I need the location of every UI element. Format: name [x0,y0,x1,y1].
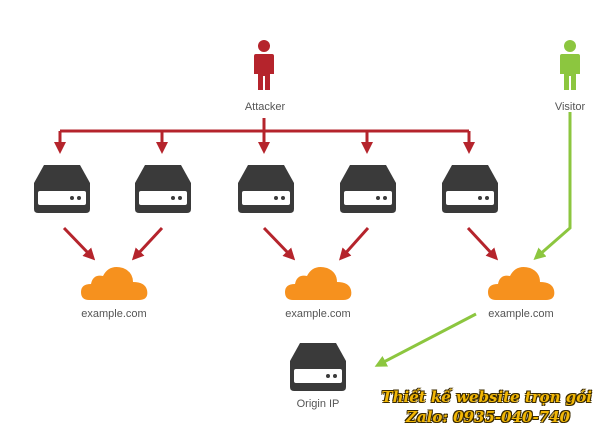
watermark-line-2: Zalo: 0935-040-740 [406,408,570,426]
attack-arrows-bottom [62,226,499,261]
cloud-icon [488,267,555,300]
origin-label: Origin IP [296,398,340,410]
cloud-icon [285,267,352,300]
visitor-label: Visitor [554,101,586,113]
server-icon [442,165,498,213]
server-icon [135,165,191,213]
watermark-line-1: Thiết kế website trọn gói [381,388,592,406]
cloud-label-1: example.com [81,308,147,320]
attacker-label: Attacker [244,101,286,113]
server-icon [238,165,294,213]
cloud-label-2: example.com [285,308,351,320]
cloud-label-3: example.com [488,308,554,320]
visitor-icon [560,40,580,90]
origin-server-icon [290,343,346,391]
origin-arrow [374,312,477,367]
server-icon [34,165,90,213]
attacker-icon [254,40,274,90]
server-icon [340,165,396,213]
visitor-arrow [533,112,572,260]
attack-arrows-top [54,118,475,154]
cloud-icon [81,267,148,300]
